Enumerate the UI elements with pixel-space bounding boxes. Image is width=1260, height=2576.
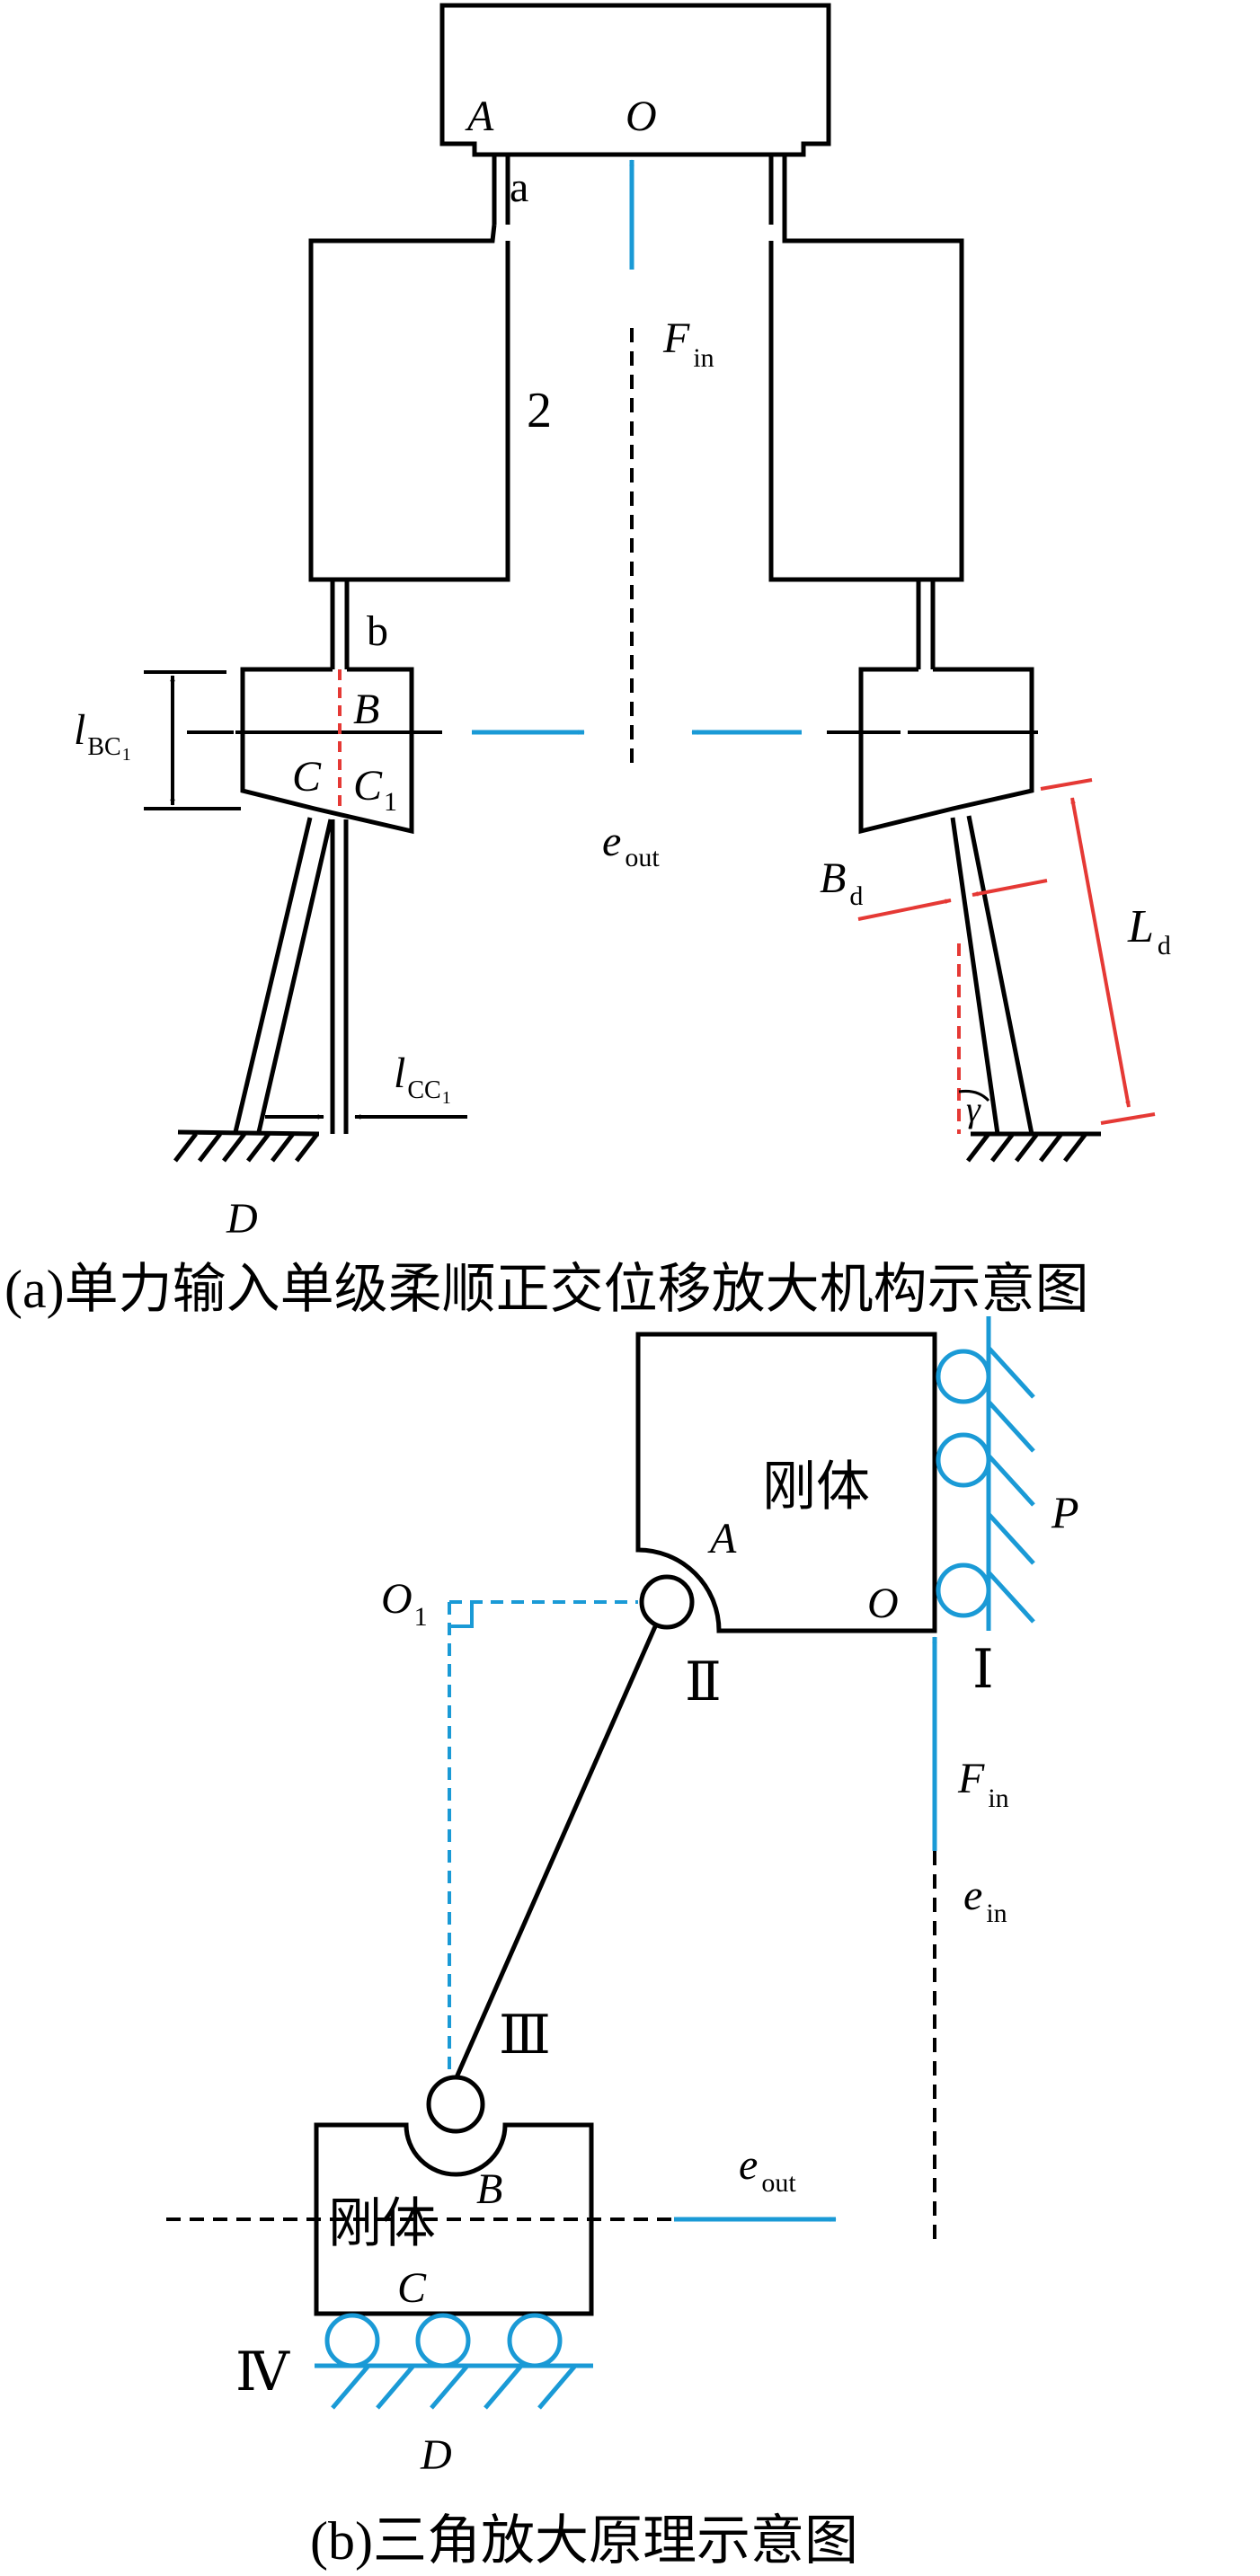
right-angle-mark [449,1602,474,1628]
label-joint-I: Ⅰ [972,1640,994,1699]
flexure-hinge-a-right [768,155,787,225]
lever-arm-2-left [308,224,510,582]
label-joint-IV: Ⅳ [235,2342,290,2402]
label-gamma: γ [966,1089,981,1129]
label-b: b [367,607,388,655]
dimension-l-d [1040,778,1156,1125]
top-rigid-block [439,3,831,157]
flexure-cc1-left [330,819,349,1134]
label-rigid-body-top: 刚体 [762,1457,870,1517]
caption-part-b: (b)三角放大原理示意图 [310,2511,858,2571]
support-beam-right [950,815,1034,1135]
label-2: 2 [527,383,552,438]
rigid-body-bottom [314,2122,594,2316]
hinge-joint-II [639,1574,695,1630]
label-O1: O1 [381,1575,428,1632]
label-D-b: D [420,2431,452,2479]
label-O: O [626,93,657,140]
label-P: P [1051,1487,1079,1537]
link-II-III [454,1623,659,2079]
lever-arm-2-right [768,225,964,582]
label-C1: C1 [353,762,397,817]
angle-gamma-arc [958,1090,990,1102]
label-O-b: O [867,1580,899,1627]
label-A-b: A [707,1515,737,1562]
slider-block-right [858,667,1034,835]
roller-support-IV [315,2313,593,2410]
label-l-cc1: lCC1 [394,1049,451,1108]
slider-block-left [240,667,414,835]
support-beam-left [233,817,333,1133]
roller-support-I [936,1316,1035,1631]
label-C-b: C [397,2264,427,2312]
label-D: D [226,1195,258,1243]
label-joint-II: Ⅱ [685,1652,722,1712]
dimension-l-bc1 [144,670,241,810]
ground-support-left [173,1129,320,1163]
label-l-bc1: lBC1 [74,706,131,765]
hinge-joint-III [426,2075,485,2134]
label-rigid-body-bottom: 刚体 [328,2194,436,2253]
flexure-hinge-b-left [330,580,350,669]
dimension-b-d [857,879,1048,921]
label-A: A [465,93,494,140]
flexure-hinge-b-right [916,580,936,669]
label-B: B [353,686,379,733]
rigid-body-top [635,1332,937,1633]
part-a-mechanism [233,3,1034,1135]
label-a: a [510,164,528,211]
ground-support-right [966,1131,1101,1163]
caption-part-a: (a)单力输入单级柔顺正交位移放大机构示意图 [4,1260,1089,1319]
flexure-hinge-a [492,155,510,225]
label-C: C [292,753,322,801]
right-angle-construction [448,1600,638,2080]
label-B-b: B [476,2165,502,2213]
label-joint-III: Ⅲ [499,2005,551,2065]
